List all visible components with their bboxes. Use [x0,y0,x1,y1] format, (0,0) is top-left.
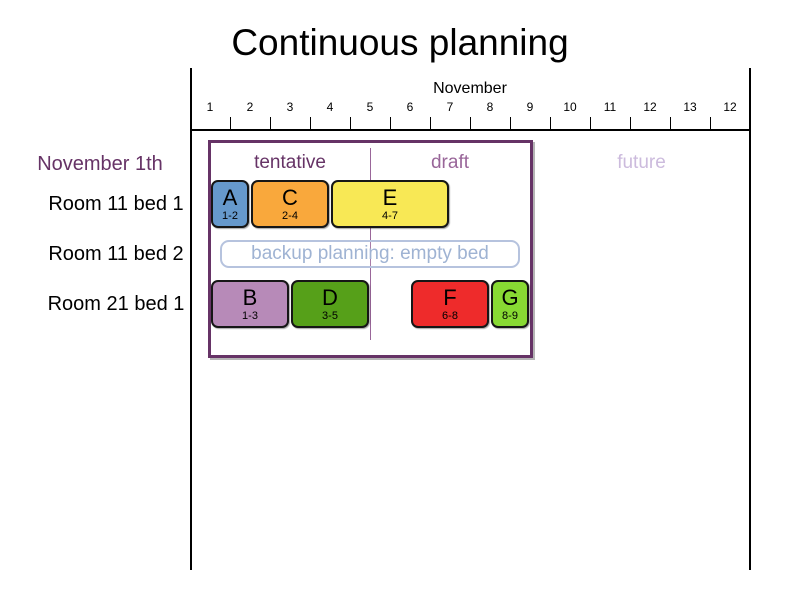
booking-night-range: 8-9 [502,309,518,322]
day-label: 2 [246,100,254,114]
day-label: 7 [446,100,454,114]
planning-window-box [208,140,533,358]
planning-date-label: November 1th [37,153,163,175]
backup-planning-empty-bed: backup planning: empty bed [220,240,520,268]
day-tick [310,117,311,130]
booking-name: C [282,184,298,210]
period-label-draft: draft [430,152,470,173]
tentative-draft-split-line [370,148,371,340]
day-tick [630,117,631,130]
booking-name: D [322,284,338,310]
day-label: 8 [486,100,494,114]
booking-name: A [222,184,238,210]
day-tick [550,117,551,130]
day-label: 11 [603,100,617,114]
timeline-month-label: November [433,80,507,97]
day-label: 10 [563,100,577,114]
timeline-right-boundary-line [749,68,751,570]
day-label: 13 [683,100,697,114]
row-label-room-11-bed-2: Room 11 bed 2 [48,243,184,265]
booking-night-range: 4-7 [382,209,398,222]
booking-night-range: 2-4 [282,209,298,222]
booking-name: F [443,284,457,310]
day-label: 4 [326,100,334,114]
day-tick [670,117,671,130]
day-label: 12 [723,100,737,114]
period-label-tentative: tentative [254,152,326,173]
day-tick [470,117,471,130]
timeline-left-boundary-line [190,68,192,570]
booking-name: E [382,184,398,210]
booking-night-range: 6-8 [442,309,458,322]
booking-name: B [242,284,258,310]
timeline-ruler-line [190,129,751,131]
day-tick [270,117,271,130]
booking-night-range: 1-3 [242,309,258,322]
row-label-room-21-bed-1: Room 21 bed 1 [47,293,185,315]
day-tick [710,117,711,130]
booking-night-range: 1-2 [222,209,238,222]
period-label-future: future [617,152,666,173]
day-tick [430,117,431,130]
day-tick [350,117,351,130]
day-tick [510,117,511,130]
day-label: 9 [526,100,534,114]
day-label: 3 [286,100,294,114]
day-tick [590,117,591,130]
day-label: 5 [366,100,374,114]
booking-name: G [501,284,519,310]
booking-night-range: 3-5 [322,309,338,322]
day-label: 1 [206,100,214,114]
day-tick [390,117,391,130]
day-tick [230,117,231,130]
day-label: 6 [406,100,414,114]
row-label-room-11-bed-1: Room 11 bed 1 [48,193,184,215]
backup-planning-label: backup planning: empty bed [251,243,489,264]
page-title: Continuous planning [231,22,569,63]
day-label: 12 [643,100,657,114]
